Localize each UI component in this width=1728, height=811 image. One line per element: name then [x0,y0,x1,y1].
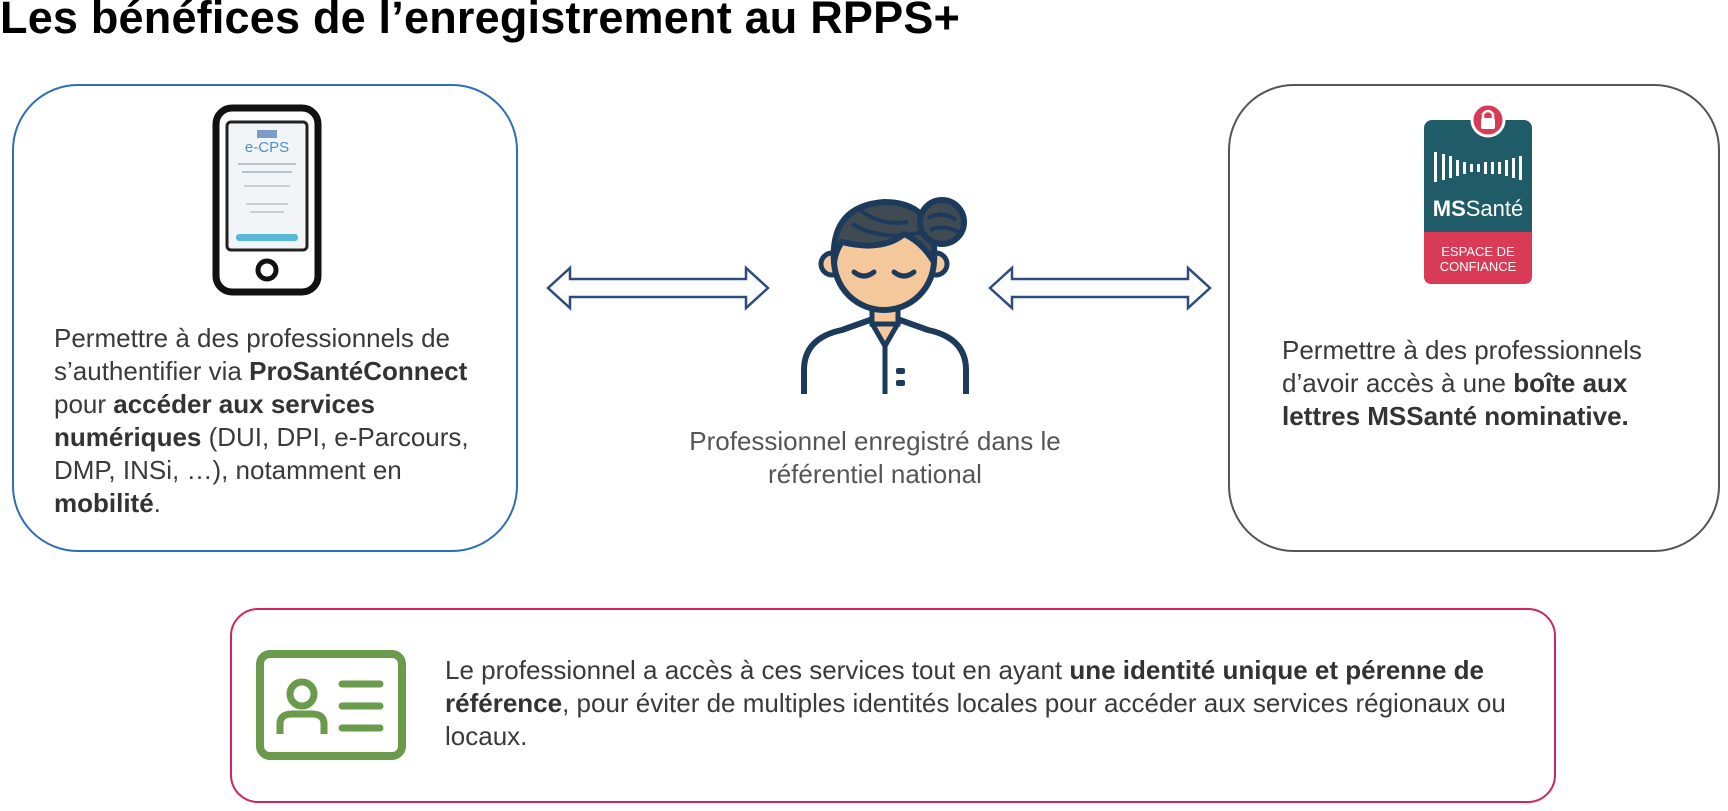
smartphone-icon: e-CPS [212,104,322,296]
page-title: Les bénéfices de l’enregistrement au RPP… [0,0,960,44]
mssante-badge-icon: MSSanté ESPACE DE CONFIANCE [1422,104,1534,286]
center-label: Professionnel enregistré dans le référen… [640,425,1110,491]
id-card-icon [256,650,406,760]
badge-line-2: CONFIANCE [1440,259,1517,274]
double-arrow-icon [988,264,1212,312]
mssante-brand-text: MSSanté [1433,196,1524,221]
badge-line-1: ESPACE DE [1441,244,1515,259]
healthcare-professional-icon [790,180,980,400]
double-arrow-icon [546,264,770,312]
prosanteconnect-description: Permettre à des professionnels de s’auth… [54,322,514,520]
e-cps-label: e-CPS [245,139,289,156]
unique-identity-description: Le professionnel a accès à ces services … [445,654,1555,753]
mssante-description: Permettre à des professionnels d’avoir a… [1282,334,1702,433]
